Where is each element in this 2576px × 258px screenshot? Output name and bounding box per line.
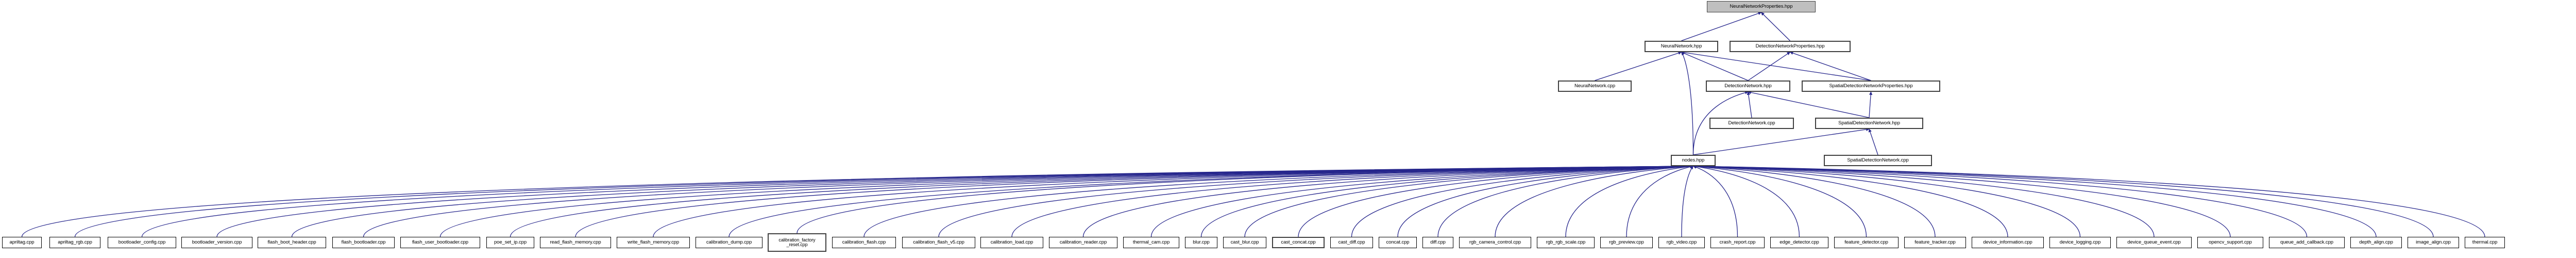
graph-node-b15[interactable]: calibration_reader.cpp <box>1049 237 1117 248</box>
graph-edge <box>1748 91 1870 118</box>
graph-node-b18[interactable]: cast_blur.cpp <box>1223 237 1266 248</box>
graph-edge <box>1298 164 1694 237</box>
graph-node-b20[interactable]: cast_diff.cpp <box>1330 237 1373 248</box>
graph-node-b23[interactable]: rgb_camera_control.cpp <box>1459 237 1531 248</box>
graph-node-b36[interactable]: depth_align.cpp <box>2350 237 2402 248</box>
graph-node-b5[interactable]: flash_bootloader.cpp <box>332 237 395 248</box>
graph-edge <box>1748 52 1791 81</box>
graph-node-b10[interactable]: calibration_dump.cpp <box>696 237 762 248</box>
graph-edge <box>1681 52 1749 81</box>
graph-edge <box>1692 164 2231 237</box>
graph-node-n1[interactable]: NeuralNetwork.hpp <box>1645 41 1718 52</box>
graph-edge <box>1681 52 1694 155</box>
graph-node-b21[interactable]: concat.cpp <box>1379 237 1417 248</box>
graph-edge <box>1565 165 1694 237</box>
graph-node-b19[interactable]: cast_concat.cpp <box>1272 237 1325 248</box>
graph-edge <box>1693 127 1870 155</box>
graph-node-b37[interactable]: image_align.cpp <box>2408 237 2459 248</box>
graph-edge <box>141 164 1694 237</box>
graph-edge <box>1692 165 1936 237</box>
graph-node-b6[interactable]: flash_user_bootloader.cpp <box>400 237 480 248</box>
graph-edge <box>1761 12 1790 41</box>
graph-node-n4[interactable]: DetectionNetwork.hpp <box>1706 80 1790 92</box>
graph-edge <box>1747 91 1752 118</box>
graph-node-b4[interactable]: flash_boot_header.cpp <box>258 237 326 248</box>
graph-node-b34[interactable]: opencv_support.cpp <box>2197 237 2263 248</box>
graph-node-n2[interactable]: DetectionNetworkProperties.hpp <box>1730 41 1851 52</box>
graph-node-b14[interactable]: calibration_load.cpp <box>980 237 1043 248</box>
graph-node-n9[interactable]: SpatialDetectionNetwork.cpp <box>1824 155 1932 166</box>
graph-edge <box>1681 166 1694 237</box>
graph-node-b0[interactable]: apriltag.cpp <box>2 237 42 248</box>
graph-edge <box>1692 164 2081 237</box>
graph-node-b35[interactable]: queue_add_callback.cpp <box>2269 237 2345 248</box>
graph-node-b22[interactable]: diff.cpp <box>1422 237 1453 248</box>
graph-node-b33[interactable]: device_queue_event.cpp <box>2116 237 2192 248</box>
graph-edge <box>1692 165 1867 237</box>
graph-node-b1[interactable]: apriltag_rgb.cpp <box>49 237 100 248</box>
graph-edge <box>1681 51 1871 81</box>
graph-node-b31[interactable]: device_information.cpp <box>1972 237 2044 248</box>
graph-edge <box>1692 164 2485 237</box>
graph-edge <box>1692 164 2434 237</box>
graph-edge <box>1692 164 2155 237</box>
graph-node-b16[interactable]: thermal_cam.cpp <box>1123 237 1179 248</box>
graph-node-b9[interactable]: write_flash_memory.cpp <box>617 237 690 248</box>
graph-edge <box>21 164 1694 237</box>
graph-edge <box>1681 11 1762 41</box>
graph-node-n5[interactable]: SpatialDetectionNetworkProperties.hpp <box>1802 80 1940 92</box>
graph-node-n6[interactable]: DetectionNetwork.cpp <box>1709 118 1794 129</box>
graph-node-b17[interactable]: blur.cpp <box>1185 237 1217 248</box>
graph-node-n3[interactable]: NeuralNetwork.cpp <box>1558 80 1632 92</box>
graph-node-n0[interactable]: NeuralNetworkProperties.hpp <box>1707 1 1816 12</box>
graph-node-b2[interactable]: bootloader_config.cpp <box>108 237 176 248</box>
graph-node-b32[interactable]: device_logging.cpp <box>2049 237 2111 248</box>
graph-node-b38[interactable]: thermal.cpp <box>2465 237 2505 248</box>
graph-node-b26[interactable]: rgb_video.cpp <box>1658 237 1705 248</box>
graph-edge <box>1869 91 1873 118</box>
graph-node-b7[interactable]: poe_set_ip.cpp <box>486 237 534 248</box>
graph-node-n8[interactable]: nodes.hpp <box>1671 155 1716 166</box>
graph-node-b11[interactable]: calibration_factory _reset.cpp <box>768 233 826 252</box>
graph-node-b3[interactable]: bootloader_version.cpp <box>181 237 252 248</box>
graph-node-b8[interactable]: read_flash_memory.cpp <box>540 237 611 248</box>
graph-node-b13[interactable]: calibration_flash_v5.cpp <box>902 237 975 248</box>
graph-node-n7[interactable]: SpatialDetectionNetwork.hpp <box>1815 118 1923 129</box>
graph-edge <box>1437 165 1694 237</box>
graph-edge <box>1495 165 1694 237</box>
graph-node-b27[interactable]: crash_report.cpp <box>1710 237 1765 248</box>
graph-edge <box>1692 165 1800 237</box>
graph-node-b28[interactable]: edge_detector.cpp <box>1770 237 1828 248</box>
graph-edge <box>1868 128 1878 155</box>
graph-node-b29[interactable]: feature_detector.cpp <box>1834 237 1899 248</box>
graph-edge <box>1351 164 1694 237</box>
graph-node-b12[interactable]: calibration_flash.cpp <box>832 237 896 248</box>
graph-edge <box>1595 51 1682 81</box>
graph-edge <box>1692 165 2008 237</box>
graph-edge <box>1692 164 2308 237</box>
graph-edge <box>1244 164 1694 237</box>
graph-edge <box>1789 51 1871 81</box>
graph-edge <box>1692 91 1749 155</box>
graph-node-b30[interactable]: feature_tracker.cpp <box>1904 237 1966 248</box>
graph-node-b25[interactable]: rgb_preview.cpp <box>1600 237 1653 248</box>
graph-edge <box>1692 165 1738 237</box>
graph-node-b24[interactable]: rgb_rgb_scale.cpp <box>1537 237 1595 248</box>
graph-edge <box>1626 165 1694 237</box>
